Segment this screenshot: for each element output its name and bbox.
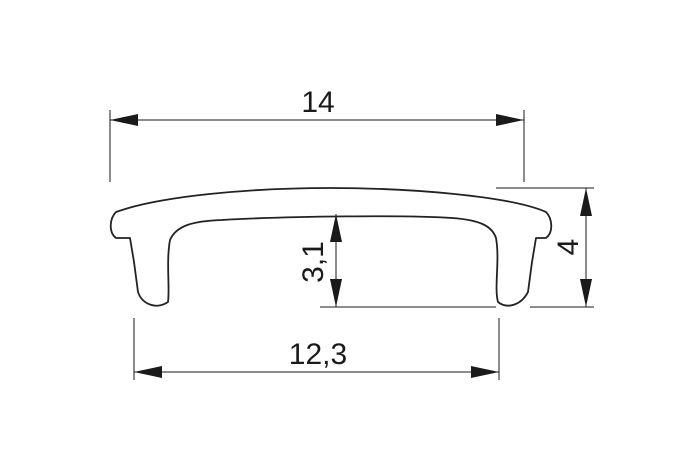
arrow-bottom-4 xyxy=(580,279,592,307)
arrow-bottom-3-1 xyxy=(330,279,342,307)
dimension-label-12-3: 12,3 xyxy=(289,338,347,371)
arrow-right-12-3 xyxy=(471,366,499,378)
arrow-right-14 xyxy=(496,114,524,126)
arrow-top-4 xyxy=(580,188,592,216)
profile-cross-section xyxy=(109,187,553,307)
arrow-top-3-1 xyxy=(330,214,342,242)
dimension-label-4: 4 xyxy=(552,239,585,256)
dimension-label-14: 14 xyxy=(301,86,334,119)
arrow-left-14 xyxy=(110,114,138,126)
arrow-left-12-3 xyxy=(134,366,162,378)
dimension-label-3-1: 3,1 xyxy=(297,241,330,283)
